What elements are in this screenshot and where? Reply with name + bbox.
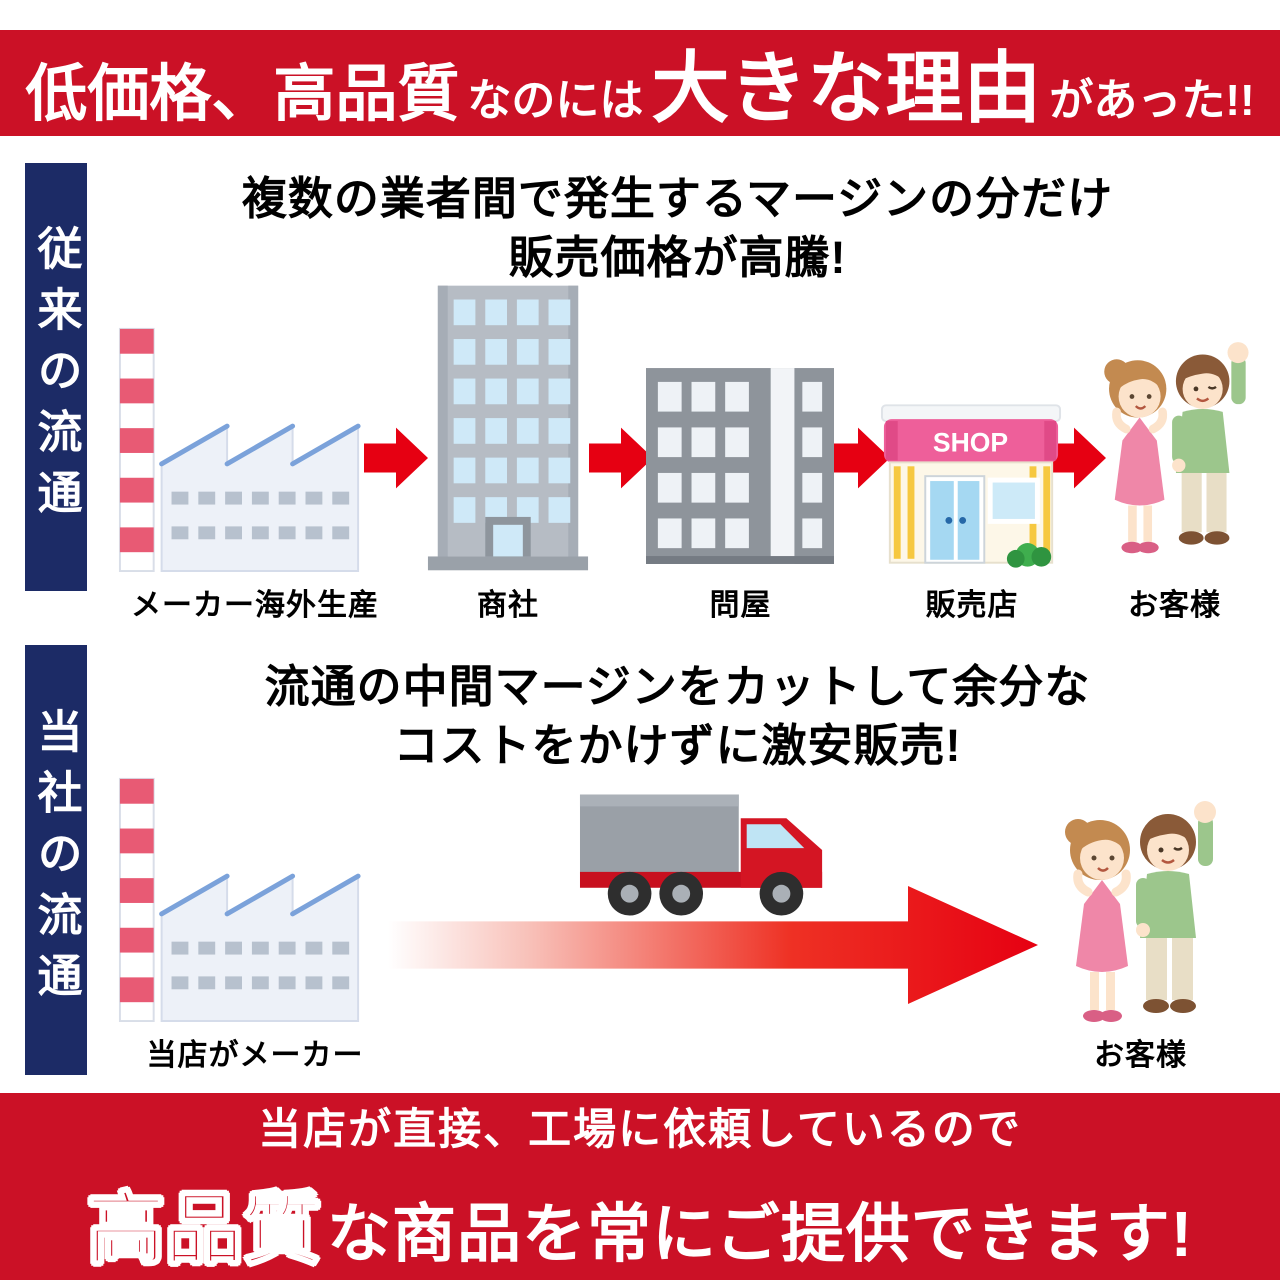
traditional-heading-line2: 販売価格が高騰!: [508, 232, 847, 283]
woman-figure: [1065, 819, 1131, 1022]
banner-text-connector: なのには: [467, 76, 644, 125]
truck-icon: [578, 792, 836, 924]
chimney-icon: [118, 327, 155, 572]
traditional-side-label: 従来の流通: [25, 163, 87, 591]
arrow-right-icon: [589, 427, 653, 489]
man-figure: [1172, 342, 1249, 545]
our-side-label: 当社の流通: [25, 645, 87, 1075]
wholesaler-building-icon: [646, 362, 834, 572]
factory-icon: [112, 322, 370, 572]
top-banner: 低価格、高品質 なのには 大きな理由 があった!!: [0, 30, 1280, 136]
banner-text-low-price: 低価格、高品質: [25, 60, 460, 129]
chimney-icon: [118, 777, 155, 1022]
banner-text-big-reason: 大きな理由: [651, 44, 1042, 132]
customers-icon: [1088, 330, 1260, 572]
step-label-customer: お客様: [1128, 589, 1221, 622]
our-heading-line1: 流通の中間マージンをカットして余分な: [264, 661, 1091, 712]
step-label-wholesaler: 問屋: [709, 589, 772, 622]
bottom-banner-line2: 高品質 な商品を常にご提供できます!: [86, 1167, 1194, 1279]
arrow-right-icon: [364, 427, 428, 489]
step-label-maker: メーカー海外生産: [131, 589, 379, 622]
our-heading-line2: コストをかけずに激安販売!: [393, 720, 962, 771]
man-figure: [1136, 801, 1216, 1013]
bottom-banner-line1: 当店が直接、工場に依頼しているので: [258, 1105, 1022, 1154]
step-label-trading: 商社: [477, 589, 539, 622]
traditional-heading-line1: 複数の業者間で発生するマージンの分だけ: [241, 173, 1114, 224]
customers-icon: [1048, 790, 1228, 1040]
step-label-our-maker: 当店がメーカー: [146, 1039, 364, 1072]
step-label-retailer: 販売店: [925, 589, 1019, 622]
step-label-customer: お客様: [1094, 1039, 1187, 1072]
bottom-banner: 当店が直接、工場に依頼しているので 高品質 な商品を常にご提供できます!: [0, 1093, 1280, 1280]
bottom-banner-line2-rest: な商品を常にご提供できます!: [326, 1197, 1194, 1270]
banner-text-tail: があった!!: [1049, 76, 1255, 125]
factory-icon: [112, 772, 370, 1022]
shop-sign: SHOP: [933, 428, 1008, 458]
woman-figure: [1104, 359, 1168, 554]
office-building-icon: [424, 280, 592, 572]
quality-highlight-text: 高品質: [86, 1184, 322, 1274]
shop-icon: SHOP: [880, 396, 1062, 574]
